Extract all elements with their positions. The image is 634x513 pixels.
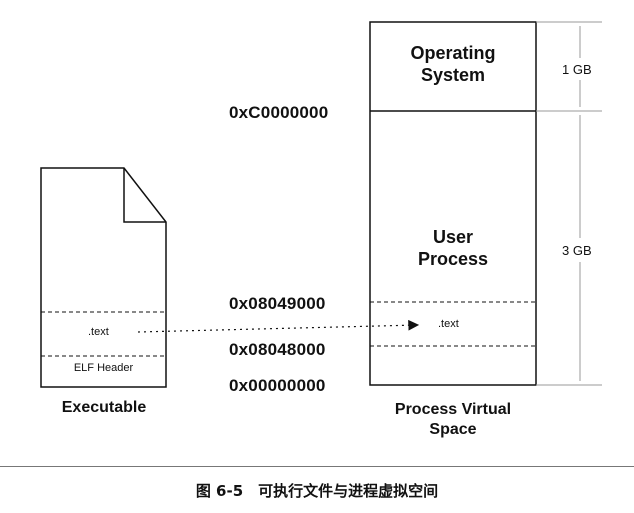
size-lower-label: 3 GB <box>562 243 592 258</box>
address-zero: 0x00000000 <box>229 376 326 395</box>
address-kernel-base: 0xC0000000 <box>229 103 329 122</box>
figure-caption: 图 6-5 可执行文件与进程虚拟空间 <box>195 482 439 500</box>
process-text-label: .text <box>438 318 459 330</box>
exec-elf-header-label: ELF Header <box>73 362 134 374</box>
executable-title: Executable <box>61 399 147 416</box>
caption-divider <box>0 466 634 467</box>
mapping-arrow <box>137 319 420 333</box>
exec-text-label: .text <box>88 326 109 338</box>
executable-page-fold <box>123 168 166 223</box>
user-process-label: User Process <box>417 227 489 269</box>
address-text-start: 0x08048000 <box>229 340 326 359</box>
executable-document-outline <box>40 167 167 388</box>
process-space-box <box>369 21 537 386</box>
size-upper-label: 1 GB <box>562 62 592 77</box>
os-region-label: Operating System <box>410 43 496 85</box>
address-text-end: 0x08049000 <box>229 294 326 313</box>
process-space-title: Process Virtual Space <box>394 401 512 438</box>
